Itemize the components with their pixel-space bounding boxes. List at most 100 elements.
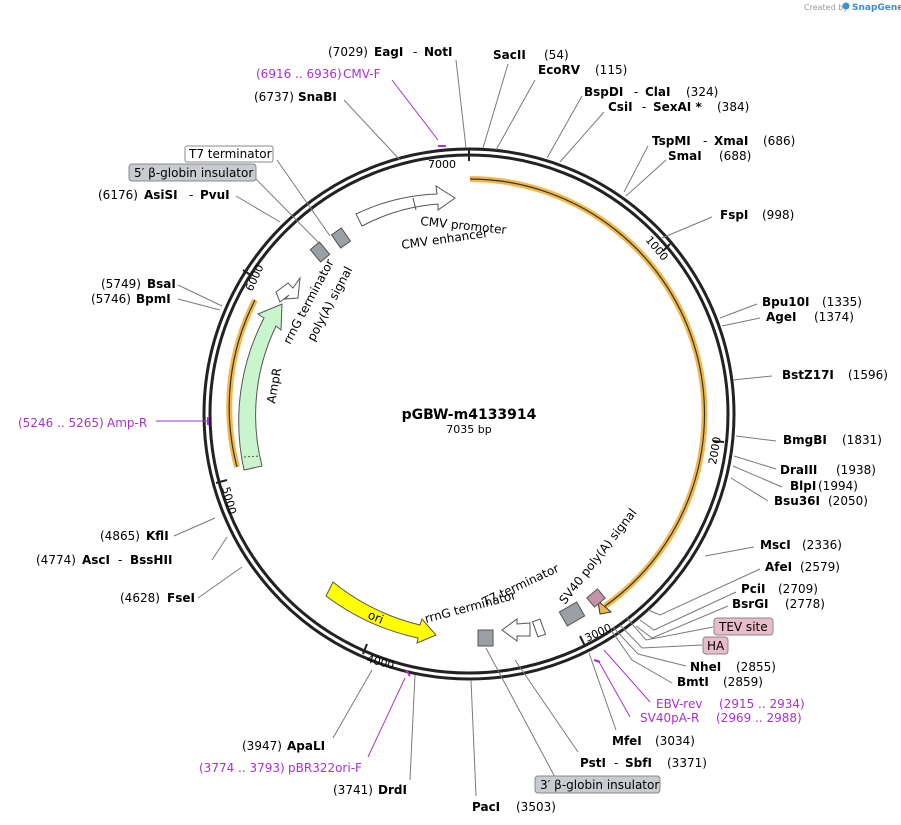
primer-amp-r-range: (5246 .. 5265) (18, 416, 104, 430)
site-csii[interactable]: CsiI (608, 100, 633, 114)
cmv-arrow[interactable] (355, 185, 456, 227)
site-apali[interactable]: ApaLI (287, 739, 325, 753)
primer-ebv-rev[interactable]: EBV-rev (656, 697, 702, 711)
leader-asisi (235, 195, 281, 223)
site-bpmi[interactable]: BpmI (136, 292, 171, 306)
site-agei-pos: (1374) (814, 310, 854, 324)
orf-highlight-right[interactable] (469, 176, 708, 609)
site-pcii[interactable]: PciI (741, 582, 766, 596)
leader-asci (211, 536, 228, 561)
site-ecorv[interactable]: EcoRV (538, 63, 581, 77)
leader-bmti (610, 629, 673, 684)
tev-site-box[interactable] (713, 617, 774, 636)
sv40-polya-box[interactable] (558, 601, 586, 627)
ori-arrow[interactable] (325, 581, 437, 644)
site-kfli[interactable]: KflI (146, 529, 169, 543)
t7-terminator-top-box[interactable] (309, 241, 331, 263)
leader-fsei (197, 566, 243, 599)
site-bsrgi[interactable]: BsrGI (732, 597, 769, 611)
site-bmgbi[interactable]: BmgBI (783, 433, 827, 447)
site-bpu10i[interactable]: Bpu10I (762, 295, 809, 309)
site-bsai[interactable]: BsaI (147, 277, 176, 291)
site-sexai[interactable]: SexAI * (653, 100, 702, 114)
leader-ecorv (495, 79, 536, 151)
leader-apali (332, 669, 373, 739)
site-noti[interactable]: NotI (424, 45, 453, 59)
orf-highlight-left-core (228, 299, 256, 468)
site-snabi[interactable]: SnaBI (298, 90, 337, 104)
site-asisi[interactable]: AsiSI (144, 188, 178, 202)
site-bstz17i[interactable]: BstZ17I (782, 368, 834, 382)
site-fspi[interactable]: FspI (720, 208, 748, 222)
site-clai[interactable]: ClaI (645, 85, 670, 99)
ha-box[interactable] (702, 636, 729, 655)
rrng-terminator-bottom-box[interactable] (477, 629, 494, 647)
site-psti[interactable]: PstI (580, 756, 606, 770)
beta-globin-3-box[interactable] (534, 775, 661, 794)
tick-label-6000: 6000 (243, 262, 267, 293)
site-dash: - (634, 85, 638, 99)
site-mfei[interactable]: MfeI (612, 734, 642, 748)
site-sacii[interactable]: SacII (493, 48, 526, 62)
site-sbfi[interactable]: SbfI (625, 756, 652, 770)
leader-snabi (343, 99, 401, 161)
site-pcii-pos: (2709) (778, 582, 818, 596)
site-drdi-pos: (3741) (333, 783, 373, 797)
site-sacii-pos: (54) (544, 48, 569, 62)
site-bstz17i-pos: (1596) (848, 368, 888, 382)
leader-draiii (733, 455, 777, 470)
site-xmai[interactable]: XmaI (714, 134, 748, 148)
site-draiii[interactable]: DraIII (780, 463, 817, 477)
site-bspdi[interactable]: BspDI (584, 85, 623, 99)
tick-2000 (712, 440, 725, 443)
site-bsrgi-pos: (2778) (785, 597, 825, 611)
leader-sacii (482, 63, 509, 149)
site-kfli-pos: (4865) (100, 529, 140, 543)
primer-ebv-rev-range: (2915 .. 2934) (719, 697, 805, 711)
beta-globin-5-box[interactable] (330, 227, 352, 249)
beta-globin-3-label: 3′ β-globin insulator (540, 778, 659, 792)
site-nhei[interactable]: NheI (690, 660, 721, 674)
t7-terminator-top-label: T7 terminator (188, 147, 272, 161)
primer-cmv-f[interactable]: CMV-F (343, 67, 381, 81)
primer-pbr322ori-f[interactable]: pBR322ori-F (288, 761, 362, 775)
leader-tspmi (623, 145, 649, 193)
leader-mfei (588, 652, 617, 731)
primer-line-ebv-rev (603, 649, 651, 703)
site-afei[interactable]: AfeI (765, 560, 792, 574)
ampr-arrow[interactable] (238, 303, 283, 471)
site-smai[interactable]: SmaI (668, 149, 702, 163)
primer-amp-r[interactable]: Amp-R (107, 416, 147, 430)
site-bmti[interactable]: BmtI (677, 675, 709, 689)
site-asci[interactable]: AscI (82, 553, 110, 567)
site-draiii-pos: (1938) (836, 463, 876, 477)
leader-csii (559, 111, 605, 163)
primer-sv40pa-r[interactable]: SV40pA-R (640, 711, 699, 725)
site-bsu36i[interactable]: Bsu36I (774, 494, 820, 508)
beta-globin-5-label-box[interactable] (128, 163, 257, 182)
site-drdi[interactable]: DrdI (378, 783, 407, 797)
leader-nhei (612, 626, 687, 667)
site-bsshii[interactable]: BssHII (130, 553, 172, 567)
site-paci[interactable]: PacI (472, 800, 500, 814)
leader-t7-top (276, 159, 331, 237)
polya-arrow[interactable] (275, 276, 301, 303)
site-bsu36i-pos: (2050) (828, 494, 868, 508)
site-pvui[interactable]: PvuI (200, 188, 230, 202)
leader-psti (514, 659, 579, 753)
site-fsei[interactable]: FseI (167, 591, 195, 605)
t7-terminator-bottom-arrow[interactable] (501, 618, 531, 642)
primer-line-cmv-f (391, 79, 439, 141)
site-agei[interactable]: AgeI (766, 310, 796, 324)
site-tspmi[interactable]: TspMI (652, 134, 691, 148)
t7-terminator-top-label-box[interactable] (184, 145, 274, 163)
site-mfei-pos: (3034) (655, 734, 695, 748)
site-msci[interactable]: MscI (760, 538, 791, 552)
tev-ha-box[interactable] (586, 588, 606, 608)
small-feature-box[interactable] (531, 618, 547, 638)
site-eagi[interactable]: EagI (374, 45, 403, 59)
leader-ha (619, 624, 703, 649)
site-tspmi-pos: (686) (763, 134, 795, 148)
site-blpi[interactable]: BlpI (790, 479, 816, 493)
